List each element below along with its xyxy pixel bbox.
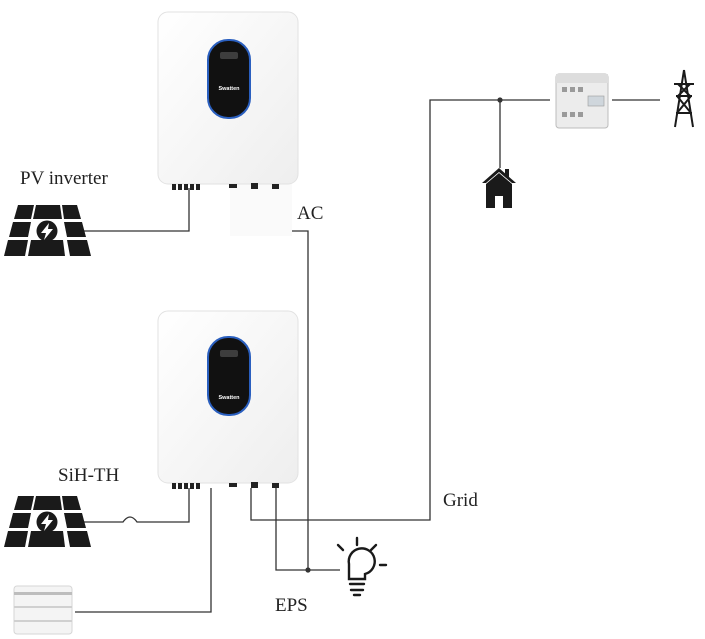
wire-pv-solar-top [82,188,190,232]
hybrid-inverter-label: SiH-TH [58,465,120,486]
solar-panel-icon [4,205,91,256]
junction-dot [305,567,311,573]
inverter-terminals [172,482,279,489]
inverter-shadow [230,176,292,236]
solar-panel-bottom [4,496,91,547]
house-icon [482,168,516,208]
inverter-brand: Swatten [218,395,240,401]
wire-grid-bus [250,99,550,521]
junction-dot [497,97,503,103]
grid-label: Grid [443,490,478,511]
pv-inverter-label: PV inverter [20,168,108,189]
pv-inverter: Swatten [157,11,299,236]
inverter-brand: Swatten [218,86,240,92]
smart-meter-icon [555,73,609,129]
eps-label: EPS [275,595,308,616]
wire-hybrid-solar [82,488,190,523]
light-bulb-icon [336,536,388,597]
wire-battery [75,488,212,613]
solar-panel-top [4,205,91,256]
solar-panel-icon [4,496,91,547]
ac-label: AC [297,203,323,224]
power-pylon-icon [674,69,694,128]
hybrid-inverter: Swatten [157,310,299,489]
inverter-display [207,336,251,416]
battery-icon [13,585,73,635]
inverter-terminals [172,183,279,190]
display-screen [220,350,238,357]
inverter-display [207,39,251,119]
wire-eps-output [275,488,340,571]
display-screen [220,52,238,59]
